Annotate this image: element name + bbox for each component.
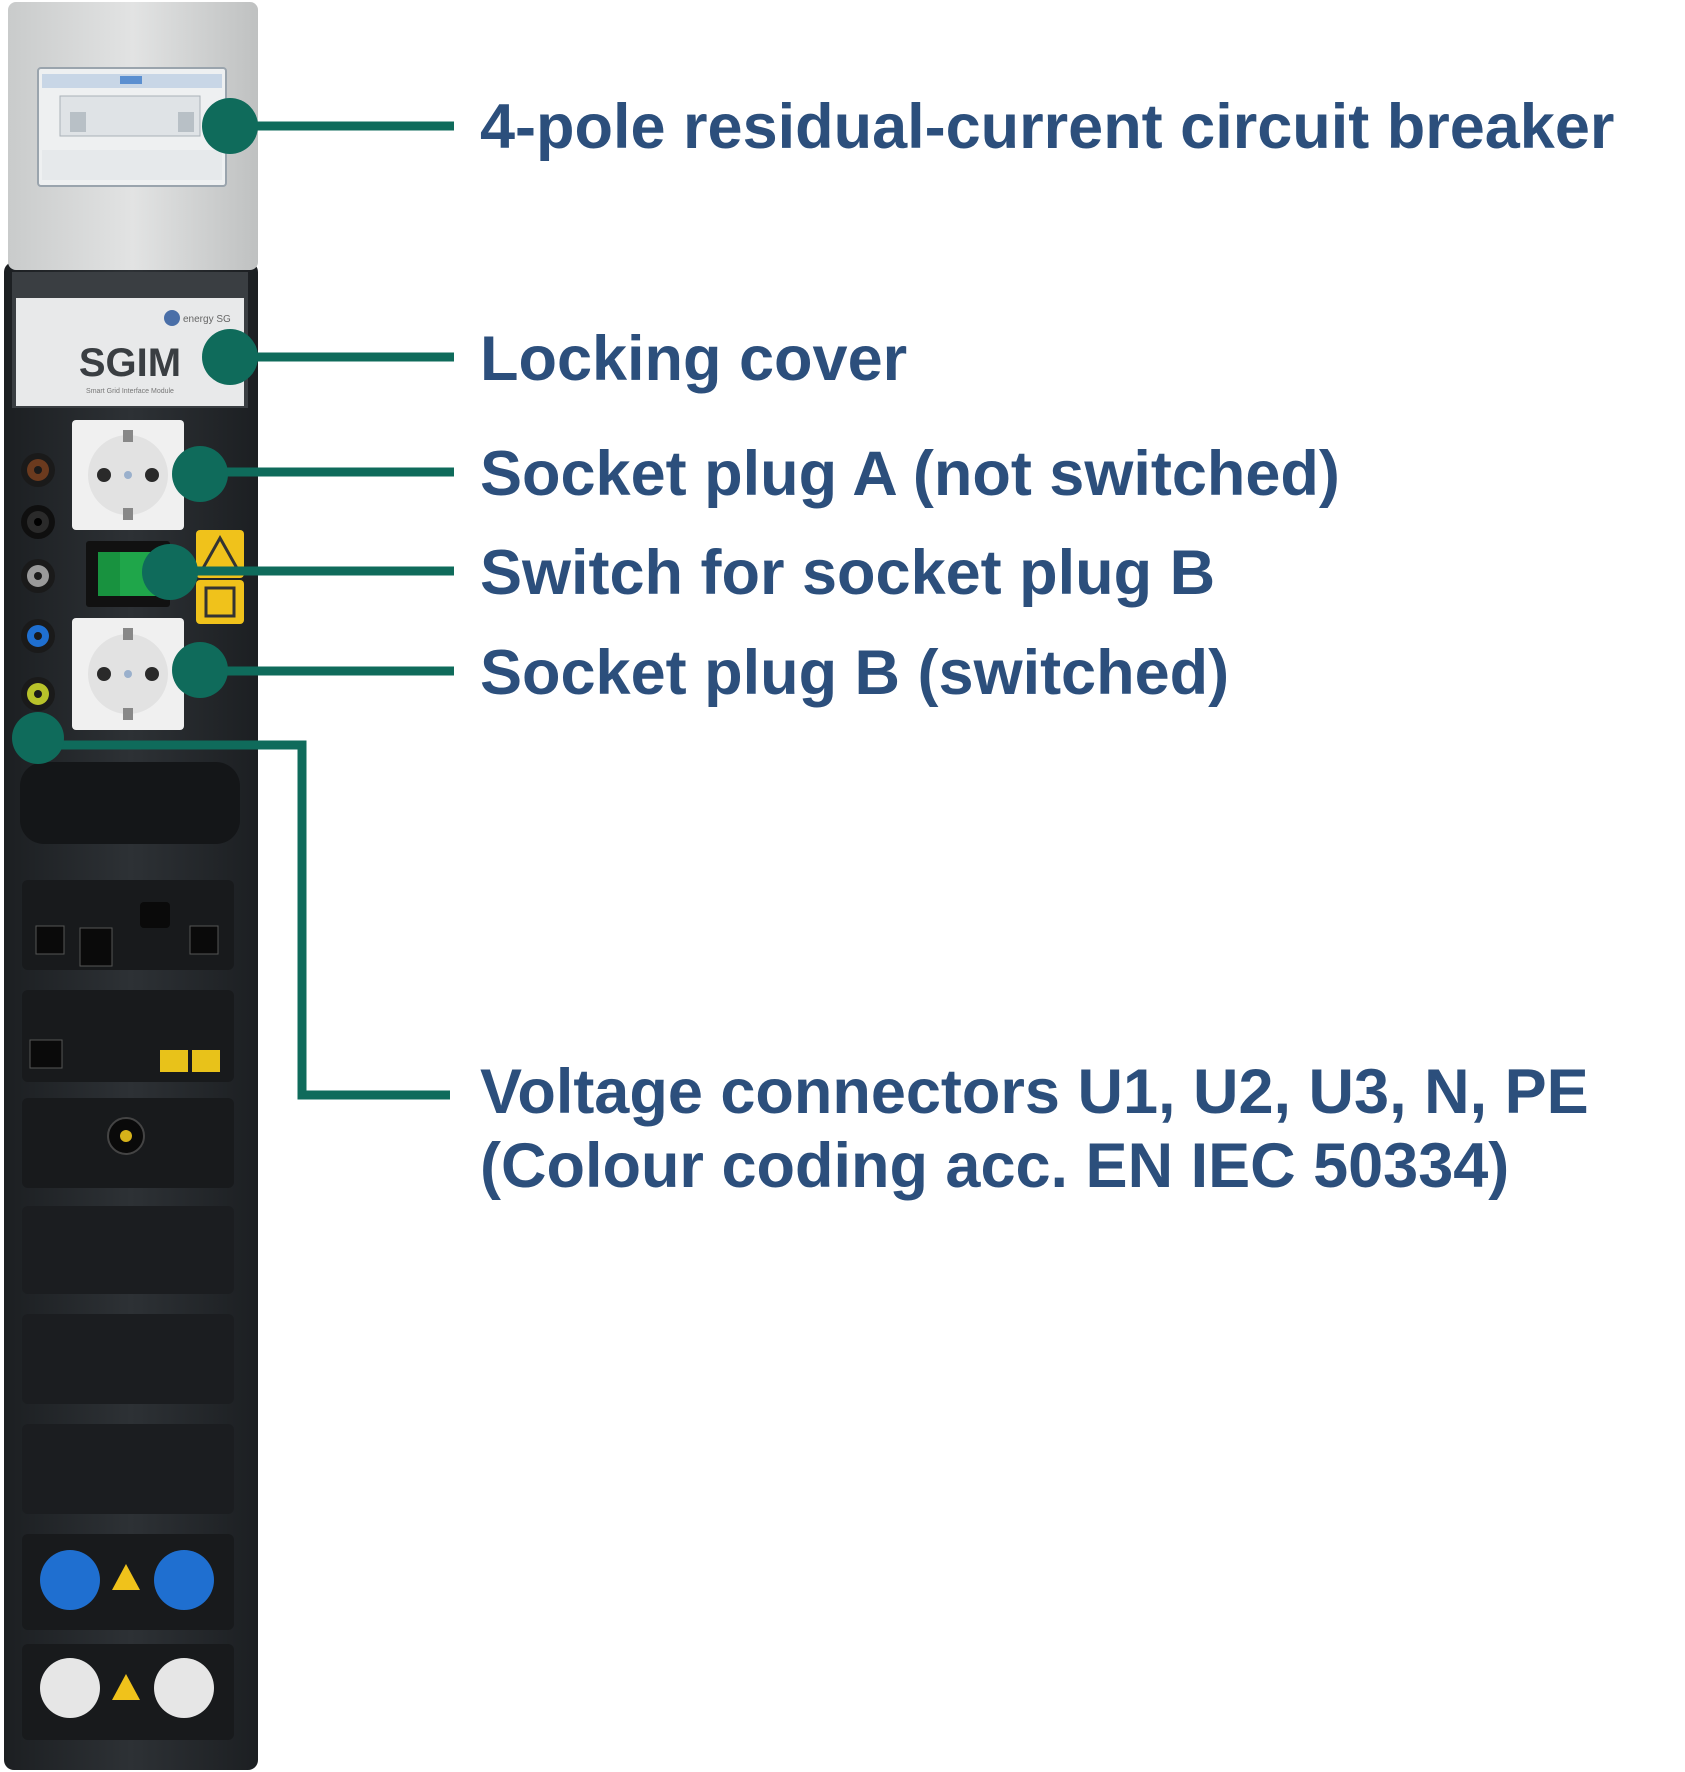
module-slot-1 — [22, 880, 234, 970]
socket-plug-b — [72, 618, 184, 730]
white-cap-connectors — [22, 1644, 234, 1740]
socket-plug-a — [72, 420, 184, 530]
brand-text: energy SG — [183, 314, 231, 325]
brand-logo-icon — [164, 310, 180, 326]
sgim-device-illustration: SGIM Smart Grid Interface Module energy … — [0, 0, 270, 1772]
callout-switch-b: Switch for socket plug B — [480, 538, 1216, 608]
switch-for-socket-b — [86, 541, 170, 607]
device-name-plate: SGIM — [79, 341, 181, 385]
callout-voltage-connectors-line1: Voltage connectors U1, U2, U3, N, PE — [480, 1057, 1589, 1127]
callout-socket-a: Socket plug A (not switched) — [480, 439, 1340, 509]
locking-cover: SGIM Smart Grid Interface Module energy … — [12, 272, 248, 408]
module-slot-blank-1 — [22, 1206, 234, 1294]
module-slot-blank-3 — [22, 1424, 234, 1514]
callout-socket-b: Socket plug B (switched) — [480, 638, 1230, 708]
callout-voltage-connectors: Voltage connectors U1, U2, U3, N, PE (Co… — [480, 1055, 1589, 1203]
module-slot-3 — [22, 1098, 234, 1188]
module-slot-2 — [22, 990, 234, 1082]
connector-u1-brown — [21, 453, 55, 487]
callout-rcd: 4-pole residual-current circuit breaker — [480, 92, 1615, 162]
blue-cap-connectors — [22, 1534, 234, 1630]
device-handle — [20, 762, 240, 844]
callout-locking-cover: Locking cover — [480, 324, 908, 394]
warning-label-icon — [196, 530, 244, 624]
module-slot-blank-2 — [22, 1314, 234, 1404]
connector-u2-black — [21, 505, 55, 539]
device-drawing: SGIM Smart Grid Interface Module energy … — [4, 2, 258, 1770]
connector-n-blue — [21, 619, 55, 653]
connector-pe-yellow-green — [21, 677, 55, 711]
callout-voltage-connectors-line2: (Colour coding acc. EN IEC 50334) — [480, 1131, 1510, 1201]
device-name-plate-sub: Smart Grid Interface Module — [86, 388, 174, 395]
rcd-cover — [8, 2, 258, 270]
connector-u3-grey — [21, 559, 55, 593]
voltage-connectors — [21, 453, 55, 711]
